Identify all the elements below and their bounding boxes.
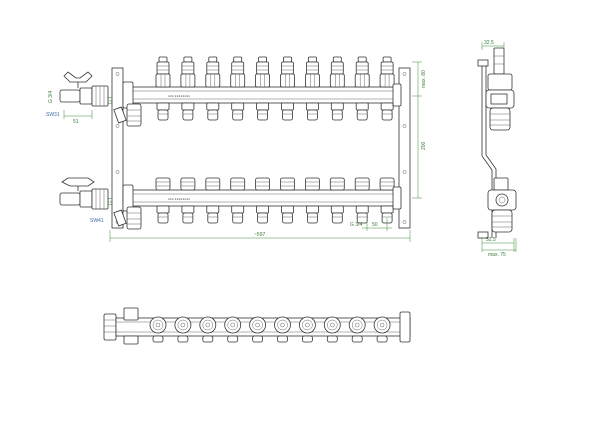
side-bottom-cap	[493, 177, 509, 191]
lower-ball-valve	[59, 177, 109, 210]
bottom-outlet	[298, 316, 316, 343]
upper-outlet-valve	[230, 56, 246, 88]
lower-outlet-meter	[180, 177, 196, 224]
upper-vent-valve	[126, 103, 142, 127]
upper-outlet-connector	[330, 102, 344, 121]
bottom-outlet	[373, 316, 391, 343]
lower-outlet-meter	[329, 177, 345, 224]
upper-outlet-connector	[206, 102, 220, 121]
lower-vent-valve	[126, 206, 142, 230]
front-dimensions: ~597 50 G 3/4 200 max. 80 51 G 3/4 G 1 G…	[46, 61, 427, 242]
right-bracket	[398, 67, 411, 229]
upper-outlet-valve	[155, 56, 171, 88]
upper-outlet-valve	[354, 56, 370, 88]
upper-right-cap	[392, 83, 402, 107]
lower-drain-fitting	[113, 209, 127, 227]
dim-bar-thread-upper: G 1	[108, 96, 114, 104]
bottom-outlets	[149, 316, 391, 343]
bottom-outlet	[348, 316, 366, 343]
upper-outlet-connector	[156, 102, 170, 121]
lower-outlet-meter	[280, 177, 295, 224]
bottom-outlet	[249, 316, 267, 343]
lower-outlet-meter	[255, 177, 271, 224]
lower-outlet-meter	[354, 177, 370, 224]
dim-bar-thread-lower: G 1	[108, 197, 114, 205]
upper-outlet-valve	[329, 56, 345, 88]
upper-outlet-connector	[305, 102, 319, 121]
dim-outlet-thread: G 3/4	[350, 222, 362, 228]
upper-outlet-valve	[255, 56, 271, 88]
upper-manifold-bar	[122, 86, 400, 104]
side-view: 32.5 52.5 max. 75	[477, 40, 517, 258]
upper-outlet-connector	[256, 102, 270, 121]
bottom-outlet	[274, 316, 291, 343]
dim-side-bottom-b: max. 75	[488, 252, 506, 258]
brand-mark-lower: ●●● ●●●●●●●●	[168, 197, 190, 201]
lower-outlet-meter	[304, 177, 320, 224]
butterfly-handle-upper	[63, 71, 93, 83]
bottom-right-cap	[399, 311, 411, 343]
upper-outlet-valve	[280, 56, 295, 88]
label-sw-bottom: SW41	[90, 218, 104, 224]
upper-drain-fitting	[113, 106, 127, 124]
lower-outlet-meter	[205, 177, 221, 224]
lever-handle-lower	[61, 177, 95, 187]
dim-inlet-thread: G 3/4	[48, 91, 54, 103]
left-bracket	[111, 67, 124, 229]
front-view: ●●● ●●●●●●●● ●●● ●●●●●●●●	[46, 56, 427, 242]
lower-manifold-bar	[122, 189, 400, 207]
upper-outlet-connector	[181, 102, 195, 121]
brand-mark-upper: ●●● ●●●●●●●●	[168, 94, 190, 98]
upper-ball-valve	[59, 71, 109, 107]
dim-bar-spacing: 200	[421, 141, 427, 150]
upper-outlet-valve	[379, 56, 395, 88]
lower-outlet-meter	[230, 177, 246, 224]
dim-side-top: 32.5	[484, 40, 494, 46]
lower-outlets	[155, 177, 395, 224]
bottom-outlet	[149, 316, 167, 343]
bottom-left-cap	[103, 313, 117, 341]
lower-outlet-meter	[155, 177, 171, 224]
upper-outlet-valve	[180, 56, 196, 88]
dim-side-bottom-a: 52.5	[486, 237, 496, 243]
dim-overall-width: ~597	[254, 232, 265, 238]
dim-max-top: max. 80	[421, 70, 427, 88]
upper-outlet-valve	[205, 56, 221, 88]
upper-outlet-valve	[304, 56, 320, 88]
dim-spacing: 50	[372, 222, 378, 228]
upper-outlet-connector	[380, 102, 394, 121]
side-top-valve-head	[493, 47, 505, 75]
bottom-outlet	[174, 316, 192, 343]
upper-outlet-connector	[281, 102, 294, 121]
upper-outlet-connector	[231, 102, 245, 121]
bottom-outlet	[199, 316, 217, 343]
bottom-outlet	[224, 316, 242, 343]
dim-side-length: 51	[73, 119, 79, 125]
bottom-view	[103, 307, 411, 345]
upper-outlets	[155, 56, 395, 121]
lower-right-cap	[392, 186, 402, 210]
label-sw-top: SW31	[46, 112, 60, 118]
bottom-outlet	[323, 316, 341, 343]
upper-outlet-connector	[355, 102, 369, 121]
